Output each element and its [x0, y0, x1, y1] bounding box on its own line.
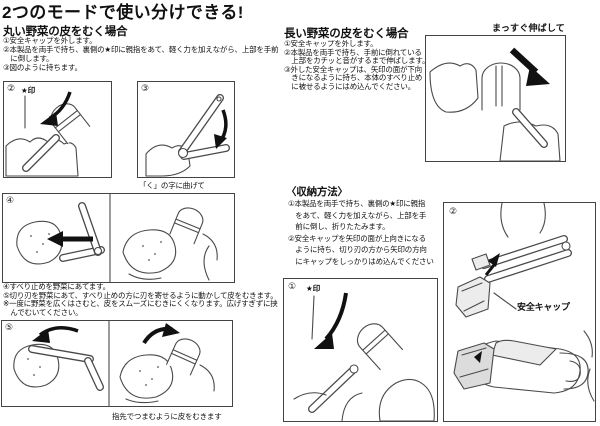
peel-caption: 指先でつまむように皮をむきます [112, 412, 222, 421]
hand-sketch [429, 62, 479, 113]
long-section-steps: ①安全キャップを外します。 ②本製品を両手で持ち、手前に倒れている 上部をカチッ… [284, 40, 434, 92]
peeler-head [481, 62, 521, 111]
round-section-steps-2: ④すべり止めを野菜にあてます。 ⑤切り刃を野菜にあて、すべり止めの方に刃を寄せる… [3, 283, 285, 317]
safety-cap-sketch [455, 276, 491, 318]
potato-sketch [119, 354, 174, 399]
hand-sketch [125, 364, 215, 404]
long-section-heading: 長い野菜の皮をむく場合 [284, 28, 409, 40]
figure-round-hold: ② ★印 [3, 81, 112, 178]
up-arrow-icon [484, 264, 496, 276]
step-line: ①安全キャップを外します。 [284, 40, 378, 48]
hand-sketch [293, 392, 363, 421]
step-line: きになるように持ち、本体のすべり止め [284, 73, 423, 83]
page-title: 2つのモードで使い分けできる! [2, 3, 244, 22]
step-line: ように持ち、切り刃の方から矢印の方向 [288, 245, 427, 255]
step-line: んでむいてください。 [3, 307, 83, 317]
fold-caption: 「く」の字に曲げて [139, 181, 205, 190]
peeler-fold-illustration [145, 94, 230, 177]
step-line: に倒します。 [3, 54, 54, 63]
handle-loop [559, 352, 589, 390]
figure-storage-fold: ① ★印 [283, 278, 438, 422]
figure-round-fold: ③ [137, 81, 235, 178]
pivot-joint [177, 147, 189, 159]
down-arrow-icon [324, 292, 348, 341]
step-line: ②安全キャップを矢印の面が上向きになる [288, 233, 426, 243]
pivot-joint [93, 246, 103, 256]
hand-sketch [499, 121, 561, 161]
peeler-head [356, 323, 404, 371]
step-line: に被せるようにはめ込んでください。 [284, 81, 416, 91]
figure-number-label: ① [288, 281, 297, 291]
star-pointer-line [311, 295, 315, 340]
round-section-steps: ①安全キャップを外します。 ②本製品を両手で持ち、裏側の★印に親指をあて、軽く力… [3, 36, 285, 72]
star-mark-label: ★印 [21, 86, 36, 95]
pivot-joint [561, 241, 571, 251]
extend-caption: まっすぐ伸ばして [492, 23, 565, 33]
round-section-heading: 丸い野菜の皮をむく場合 [3, 26, 128, 38]
peeler-head [169, 207, 204, 245]
figure-number-label: ④ [6, 195, 15, 205]
figure-storage-cap: ② 安全キャップ [443, 202, 596, 422]
step-line: 前に倒し、折りたたみます。 [288, 222, 390, 232]
peeler-blade [495, 65, 503, 107]
small-arrow-icon [474, 351, 482, 363]
figure-long-extend [425, 35, 566, 162]
figure-number-label: ② [449, 206, 458, 216]
figure-round-apply: ④ [2, 193, 235, 283]
extend-illustration [429, 47, 561, 161]
storage-section-heading: 〈収納方法〉 [286, 186, 348, 198]
body-top-face [491, 339, 557, 366]
step-line: ①本製品を両手で持ち、裏側の★印に親指 [288, 199, 426, 208]
step-line: をあて、軽く力を加えながら、上部を手 [288, 210, 427, 220]
hand-sketch [583, 330, 595, 402]
step-line: 上部をカチッと音がするまで伸ばします。 [284, 56, 430, 66]
step-line: ③図のように持ちます。 [3, 63, 82, 72]
hand-sketch [378, 378, 435, 421]
step-line: ⑤切り刃を野菜にあて、すべり止めの方に刃を寄せるように動かして皮をむきます。 [3, 290, 278, 300]
pivot-joint [349, 364, 359, 374]
peeler-head [166, 338, 201, 376]
storage-cap-illustration [453, 203, 595, 402]
step-line: ※一度に野菜を広くはさむと、皮をスムーズにむきにくくなります。広げすぎずに挟 [3, 299, 278, 309]
step-line: ①安全キャップを外します。 [3, 36, 97, 45]
hand-sketch [128, 233, 218, 281]
storage-fold-illustration [293, 292, 435, 421]
figure-number-label: ⑤ [5, 322, 14, 332]
peeler-blade-end [471, 253, 491, 271]
star-mark-label: ★印 [306, 284, 321, 293]
step-line: ②本製品を両手で持ち、手前に倒れている [284, 47, 422, 57]
safety-cap-attached [453, 342, 495, 390]
label-pointer-line [493, 292, 517, 310]
safety-cap-label: 安全キャップ [517, 302, 570, 312]
step-line: ③外した安全キャップは、矢印の面が下向 [284, 64, 422, 74]
step-line: ④すべり止めを野菜にあてます。 [3, 283, 110, 291]
storage-section-steps: ①本製品を両手で持ち、裏側の★印に親指 をあて、軽く力を加えながら、上部を手 前… [288, 198, 438, 268]
figure-number-label: ② [7, 83, 16, 93]
step-line: ②本製品を両手で持ち、裏側の★印に親指をあて、軽く力を加えながら、上部を手前 [3, 45, 279, 54]
figure-round-peel: ⑤ [1, 320, 233, 407]
peel-illustration [13, 321, 215, 406]
figure-number-label: ③ [141, 83, 150, 93]
hand-sketch [500, 203, 546, 238]
potato-sketch [122, 229, 177, 274]
peeler-hold-illustration [5, 91, 91, 177]
apply-illustration [16, 194, 218, 282]
step-line: にキャップをしっかりはめ込んでください [288, 256, 434, 266]
